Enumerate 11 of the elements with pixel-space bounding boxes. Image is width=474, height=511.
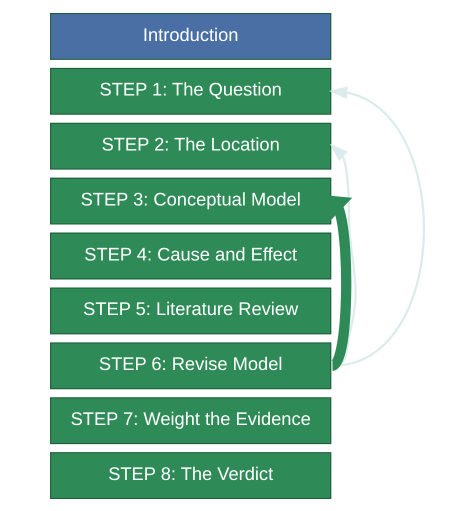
node-box: STEP 2: The Location [50,122,331,170]
node-box: STEP 5: Literature Review [50,286,331,334]
node-box: STEP 7: Weight the Evidence [50,396,331,444]
node-box: STEP 8: The Verdict [50,452,331,498]
node-box: STEP 1: The Question [50,67,331,114]
node-box: STEP 3: Conceptual Model [50,177,331,224]
arrow [328,86,424,366]
node-box: STEP 6: Revise Model [50,342,331,389]
node-box: Introduction [50,12,331,60]
node-box: STEP 4: Cause and Effect [50,232,331,279]
arrow [329,143,356,366]
